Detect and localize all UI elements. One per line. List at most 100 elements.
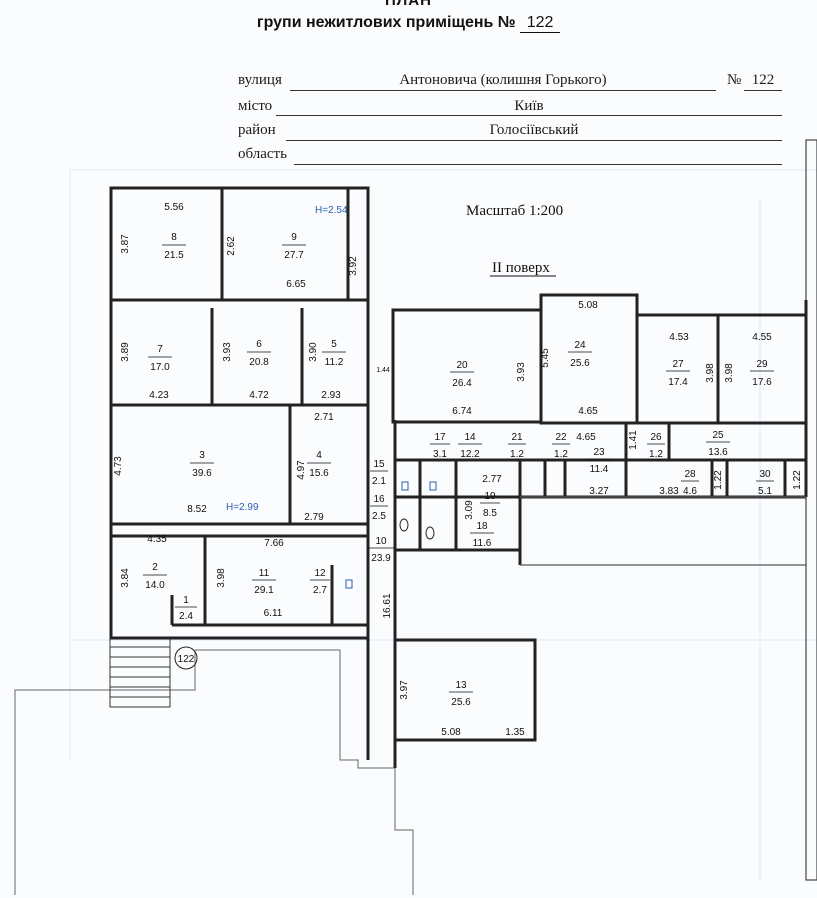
room-19: 198.5 <box>483 491 497 519</box>
room-label-text: 12 <box>314 568 326 579</box>
walls-corridor <box>366 300 520 768</box>
room-label-text: 17 <box>434 432 446 443</box>
room-label-text: 16 <box>373 494 385 505</box>
region-line <box>294 164 782 165</box>
room-label-text: 23 <box>593 447 605 458</box>
toilet-icons <box>399 518 435 540</box>
right-building-edge <box>520 496 806 566</box>
room-label-text: 10 <box>375 536 387 547</box>
room-10: 10 23.9 <box>371 536 391 564</box>
dim-7-66: 7.66 <box>264 538 284 549</box>
dim-3-90: 3.90 <box>308 342 319 362</box>
district-value: Голосіївський <box>489 122 579 138</box>
dim-3-93-left: 3.93 <box>222 342 233 362</box>
dim-3-98-left: 3.98 <box>216 568 227 588</box>
room-label-text: 21.5 <box>164 250 184 261</box>
room-label-text: 26 <box>650 432 662 443</box>
walls-middle-block <box>391 293 806 565</box>
dim-1-41: 1.41 <box>628 430 639 450</box>
dim-1-22-a: 1.22 <box>713 470 724 490</box>
dim-3-27: 3.27 <box>589 486 609 497</box>
room-22: 221.2 <box>554 432 568 460</box>
room-label-text: 13.6 <box>708 447 728 458</box>
dim-3-93-right: 3.93 <box>516 362 527 382</box>
room-label-text: 26.4 <box>452 378 472 389</box>
room-label-text: 17.6 <box>752 377 772 388</box>
room-28: 284.6 <box>683 469 697 497</box>
dim-4-55: 4.55 <box>752 332 772 343</box>
room-label-text: 11.6 <box>473 538 492 549</box>
dim-6-65: 6.65 <box>286 279 306 290</box>
dim-3-97: 3.97 <box>399 680 410 700</box>
room-4: 415.6 <box>309 450 329 479</box>
room-label-text: 5 <box>331 339 337 350</box>
room-labels: 12.4 214.0 339.6 415.6 511.2 620.8 717.0… <box>145 232 772 708</box>
room-label-text: 8 <box>171 232 177 243</box>
room-5: 511.2 <box>325 339 344 368</box>
dim-2-62: 2.62 <box>226 236 237 256</box>
room-label-text: 30 <box>759 469 771 480</box>
room-23: 23 11.4 <box>590 447 609 475</box>
room-6: 620.8 <box>249 339 269 368</box>
room-label-text: 18 <box>476 521 488 532</box>
street-line <box>290 90 716 91</box>
dim-3-98-mid: 3.98 <box>705 363 716 383</box>
dim-5-08-lower: 5.08 <box>441 727 461 738</box>
room-label-text: 3.1 <box>433 449 447 460</box>
district-line <box>286 140 782 141</box>
room-label-text: 23.9 <box>371 553 391 564</box>
street-value: Антоновича (колишня Горького) <box>399 72 607 88</box>
room-label-text: 15.6 <box>309 468 329 479</box>
room-label-text: 1.2 <box>649 449 663 460</box>
room-label-text: 14.0 <box>145 580 165 591</box>
lot-outline <box>14 649 414 895</box>
dim-5-56: 5.56 <box>164 202 184 213</box>
room-label-text: 27.7 <box>284 250 304 261</box>
house-line <box>744 90 782 91</box>
dim-4-35: 4.35 <box>147 534 167 545</box>
room-label-text: 4.6 <box>683 486 697 497</box>
plan-title: ПЛАН <box>385 0 432 9</box>
dim-3-83: 3.83 <box>659 486 679 497</box>
door-number: 122 <box>178 654 195 665</box>
subtitle-number: 122 <box>520 14 561 33</box>
room-18: 18 11.6 <box>473 521 492 549</box>
room-label-text: 25.6 <box>570 358 590 369</box>
room-16: 162.5 <box>372 494 386 522</box>
room-label-text: 17.0 <box>150 362 170 373</box>
dim-4-65-b: 4.65 <box>576 432 596 443</box>
room-label-text: 28 <box>684 469 696 480</box>
dim-6-11: 6.11 <box>264 608 283 619</box>
room-label-text: 4 <box>316 450 322 461</box>
staircase <box>109 636 171 708</box>
room-8: 821.5 <box>164 232 184 261</box>
room-label-text: 27 <box>672 359 684 370</box>
room-7: 717.0 <box>150 344 170 373</box>
room-label-text: 2.7 <box>313 585 327 596</box>
dim-1-44: 1.44 <box>376 367 390 374</box>
dimension-labels-horizontal: 5.56 6.65 1.44 4.23 4.72 2.93 2.71 8.52 … <box>147 202 772 738</box>
scale-label: Масштаб 1:200 <box>466 203 563 219</box>
room-21: 211.2 <box>510 432 524 460</box>
room-label-text: 11.4 <box>590 464 609 475</box>
dim-2-79: 2.79 <box>304 512 324 523</box>
city-value: Київ <box>514 98 544 114</box>
dimension-labels-vertical: 3.87 2.62 3.92 3.89 3.93 3.90 4.73 4.97 … <box>113 234 803 700</box>
room-label-text: 22 <box>555 432 567 443</box>
floor-label: II поверх <box>492 260 550 276</box>
dim-3-89: 3.89 <box>120 342 131 362</box>
room-label-text: 17.4 <box>668 377 688 388</box>
room-label-text: 1.2 <box>554 449 568 460</box>
room-label-text: 20 <box>456 360 468 371</box>
dim-4-97: 4.97 <box>296 460 307 480</box>
dim-2-71: 2.71 <box>314 412 334 423</box>
dim-4-65: 4.65 <box>578 406 598 417</box>
dim-3-92: 3.92 <box>348 256 359 276</box>
room-30: 305.1 <box>758 469 772 497</box>
